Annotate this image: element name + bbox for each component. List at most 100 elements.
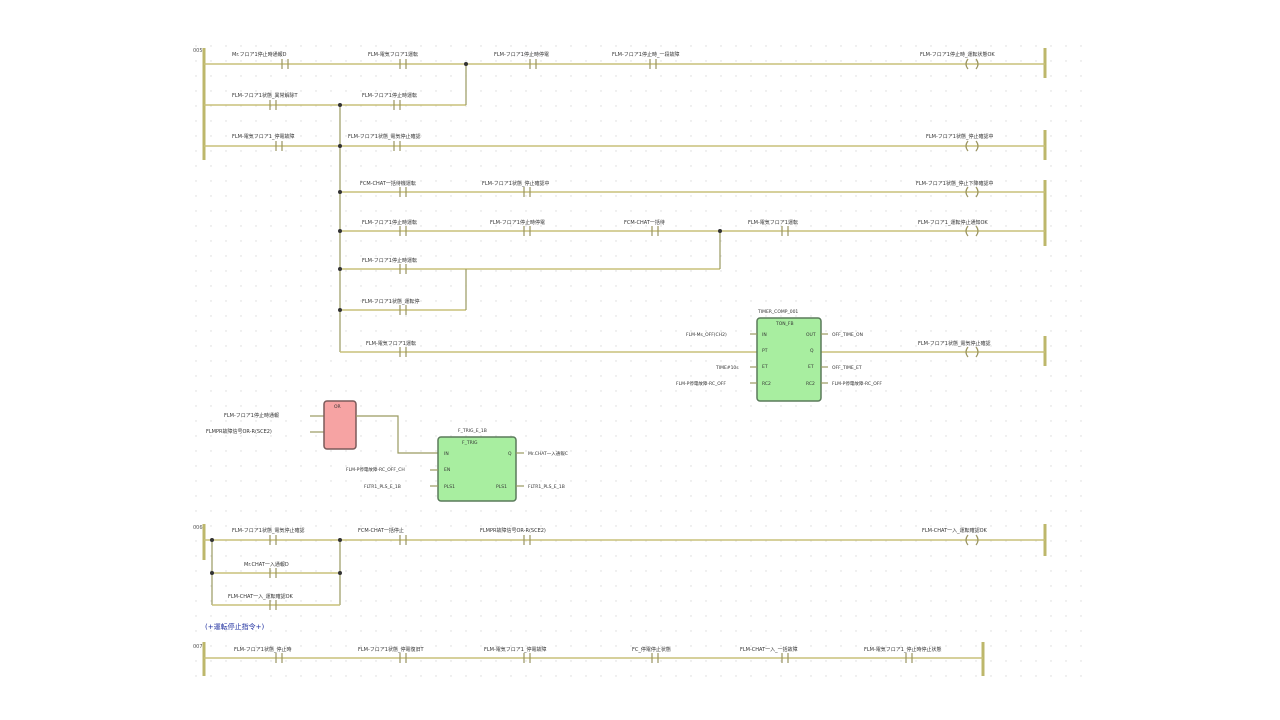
contact[interactable]: FLM-フロア1停止時停電: [490, 219, 545, 236]
rung-number: 007: [193, 644, 203, 650]
contact-label: FLM-フロア1状態_電気停止確認: [348, 133, 420, 140]
fb-pin: RC2: [762, 381, 771, 387]
contact-label: FLM-フロア1停止時運転: [362, 219, 417, 226]
coil-label: FLM-フロア1停止時_運転状態OK: [920, 51, 995, 58]
coil[interactable]: FLM-フロア1_運転停止通知OK: [918, 219, 988, 237]
contact-label: FLM-電気フロア1運転: [748, 219, 798, 226]
contact-label: FCM-CHAT一括待機運転: [360, 180, 416, 187]
contact[interactable]: FC_停電停止状態: [632, 646, 671, 663]
contact[interactable]: FLMPR故障信号OR-R(SCE2): [480, 527, 546, 545]
contact[interactable]: FLM-電気フロア1_停電故障: [232, 133, 294, 151]
coil[interactable]: FLM-フロア1状態_停止確認中: [926, 133, 993, 152]
contact[interactable]: FLM-CHAT一入_一括故障: [740, 646, 798, 663]
contact-label: Mr.CHAT一入通報D: [244, 561, 289, 568]
contact[interactable]: FLM-CHAT一入_運転確認OK: [228, 593, 294, 610]
or-input-label: FLMPR故障信号OR-R(SCE2): [206, 428, 272, 435]
junction-dot: [464, 62, 468, 66]
contact[interactable]: FCM-CHAT一括待: [624, 219, 665, 236]
contact-label: FCM-CHAT一括停止: [358, 527, 404, 534]
or-block[interactable]: FLM-フロア1停止時通報 FLMPR故障信号OR-R(SCE2) OR: [206, 400, 438, 454]
contact-label: FLM-フロア1停止時停電: [494, 51, 549, 58]
contact[interactable]: FLM-電気フロア1_停止時停止状態: [864, 646, 941, 663]
contact[interactable]: Mr.フロア1停止時通報D: [232, 51, 289, 69]
fb-instance-name: F_TRIG_E_1B: [458, 428, 487, 434]
fb-pin: PLS1: [444, 484, 455, 490]
contact-label: FLM-フロア1状態_異常解除T: [232, 92, 298, 99]
contact[interactable]: FLM-フロア1停止時停電: [494, 51, 549, 69]
contact-label: FLM-CHAT一入_運転確認OK: [228, 593, 294, 600]
fb-type-name: F_TRIG: [462, 440, 478, 446]
fb-pin: IN: [444, 451, 449, 457]
fb-input-var: FLM-P停電故障-RC_OFF: [676, 380, 726, 387]
function-block-ftrig[interactable]: F_TRIG_E_1B F_TRIG IN EN PLS1 Q PLS1 FLM…: [346, 428, 568, 502]
contact-label: FLM-フロア1停止時_一段故障: [612, 51, 679, 58]
fb-input-var: FLM-Ms_OFF(CH2): [686, 332, 727, 338]
rung-007: 007 FLM-フロア1状態_停止時 FLM-フロア1状態_停電復旧T FLM-…: [193, 642, 985, 676]
contact[interactable]: FCM-CHAT一括停止: [358, 527, 407, 545]
contact[interactable]: FCM-CHAT一括待機運転: [360, 180, 416, 197]
contact[interactable]: FLM-電気フロア1運転: [366, 340, 416, 357]
or-block-label: OR: [334, 404, 341, 410]
rung-006: 006 FLM-フロア1状態_電気停止確認 FCM-CHAT一括停止 FLMPR…: [193, 524, 1047, 610]
contact-label: FLM-CHAT一入_一括故障: [740, 646, 798, 653]
fb-output-var: FLM-P停電故障-RC_OFF: [832, 380, 882, 387]
or-input-label: FLM-フロア1停止時通報: [224, 412, 279, 419]
contact[interactable]: FLM-フロア1状態_運転停: [362, 298, 419, 315]
fb-output-var: OFF_TIME_ON: [832, 332, 863, 338]
contact-label: Mr.フロア1停止時通報D: [232, 51, 287, 58]
coil[interactable]: FLM-フロア1停止時_運転状態OK: [920, 51, 995, 70]
contact[interactable]: FLM-フロア1状態_電気停止確認: [232, 527, 304, 545]
fb-pin: IN: [762, 332, 767, 338]
fb-input-var: FLM-P停電故障-RC_OFF_CH: [346, 466, 405, 473]
contact[interactable]: FLM-電気フロア1_停電故障: [484, 646, 546, 663]
contact[interactable]: FLM-フロア1状態_停電復旧T: [358, 646, 424, 663]
junction-dot: [338, 267, 342, 271]
contact-label: FLM-電気フロア1_停止時停止状態: [864, 646, 941, 653]
contact-label: FLM-フロア1状態_停電復旧T: [358, 646, 424, 653]
contact[interactable]: FLM-フロア1停止時_一段故障: [612, 51, 679, 69]
contact[interactable]: FLM-フロア1停止時運転: [362, 219, 417, 236]
coil[interactable]: FLM-フロア1状態_停止下降確認中: [916, 180, 993, 198]
contact-label: FLM-電気フロア1_停電故障: [484, 646, 546, 653]
rung-number: 005: [193, 48, 203, 54]
contact-label: FLM-フロア1状態_運転停: [362, 298, 419, 305]
coil-label: FLM-フロア1_運転停止通知OK: [918, 219, 988, 226]
contact[interactable]: FLM-フロア1状態_電気停止確認: [348, 133, 420, 151]
or-block-body: [323, 400, 357, 450]
contact-label: FLM-電気フロア1運転: [366, 340, 416, 347]
coil[interactable]: FLM-フロア1状態_電気停止確認: [918, 340, 990, 358]
rung-005: 005 Mr.フロア1停止時通報D FLM-電気フロア1運転: [193, 48, 1047, 366]
contact[interactable]: FLM-電気フロア1運転: [368, 51, 418, 69]
contact[interactable]: FLM-フロア1状態_停止確認中: [482, 180, 549, 197]
junction-dot: [338, 308, 342, 312]
contact[interactable]: FLM-フロア1状態_停止時: [234, 646, 291, 663]
fb-pin: PT: [762, 348, 768, 354]
fb-pin: ET: [762, 364, 768, 370]
contact[interactable]: FLM-電気フロア1運転: [748, 219, 798, 236]
contact-label: FLM-電気フロア1運転: [368, 51, 418, 58]
contact-label: FLM-フロア1状態_停止確認中: [482, 180, 549, 187]
fb-body: [756, 317, 822, 402]
coil-label: FLM-フロア1状態_電気停止確認: [918, 340, 990, 347]
fb-pin: PLS1: [496, 484, 507, 490]
coil[interactable]: FLM-CHAT一入_運転確認OK: [922, 527, 988, 546]
junction-dot: [338, 190, 342, 194]
contact-label: FLMPR故障信号OR-R(SCE2): [480, 527, 546, 534]
contact[interactable]: Mr.CHAT一入通報D: [244, 561, 289, 578]
fb-pin: EN: [444, 467, 450, 473]
fb-instance-name: TIMER_COMP_001: [757, 309, 798, 315]
fb-output-var: OFF_TIME_ET: [832, 365, 862, 371]
contact-label: FLM-電気フロア1_停電故障: [232, 133, 294, 140]
junction-dot: [338, 229, 342, 233]
contact[interactable]: FLM-フロア1停止時運転: [362, 257, 417, 274]
contact-label: FLM-フロア1停止時運転: [362, 92, 417, 99]
contact-label: FLM-フロア1状態_停止時: [234, 646, 291, 653]
fb-type-name: TON_FB: [775, 321, 794, 327]
rung-comment[interactable]: (+運転停止指令+): [205, 622, 264, 631]
junction-dot: [338, 144, 342, 148]
contact-label: FC_停電停止状態: [632, 646, 671, 653]
contact[interactable]: FLM-フロア1状態_異常解除T: [232, 92, 298, 110]
function-block-timer[interactable]: TIMER_COMP_001 TON_FB IN PT ET RC2 OUT Q…: [676, 309, 882, 402]
contact[interactable]: FLM-フロア1停止時運転: [362, 92, 417, 110]
